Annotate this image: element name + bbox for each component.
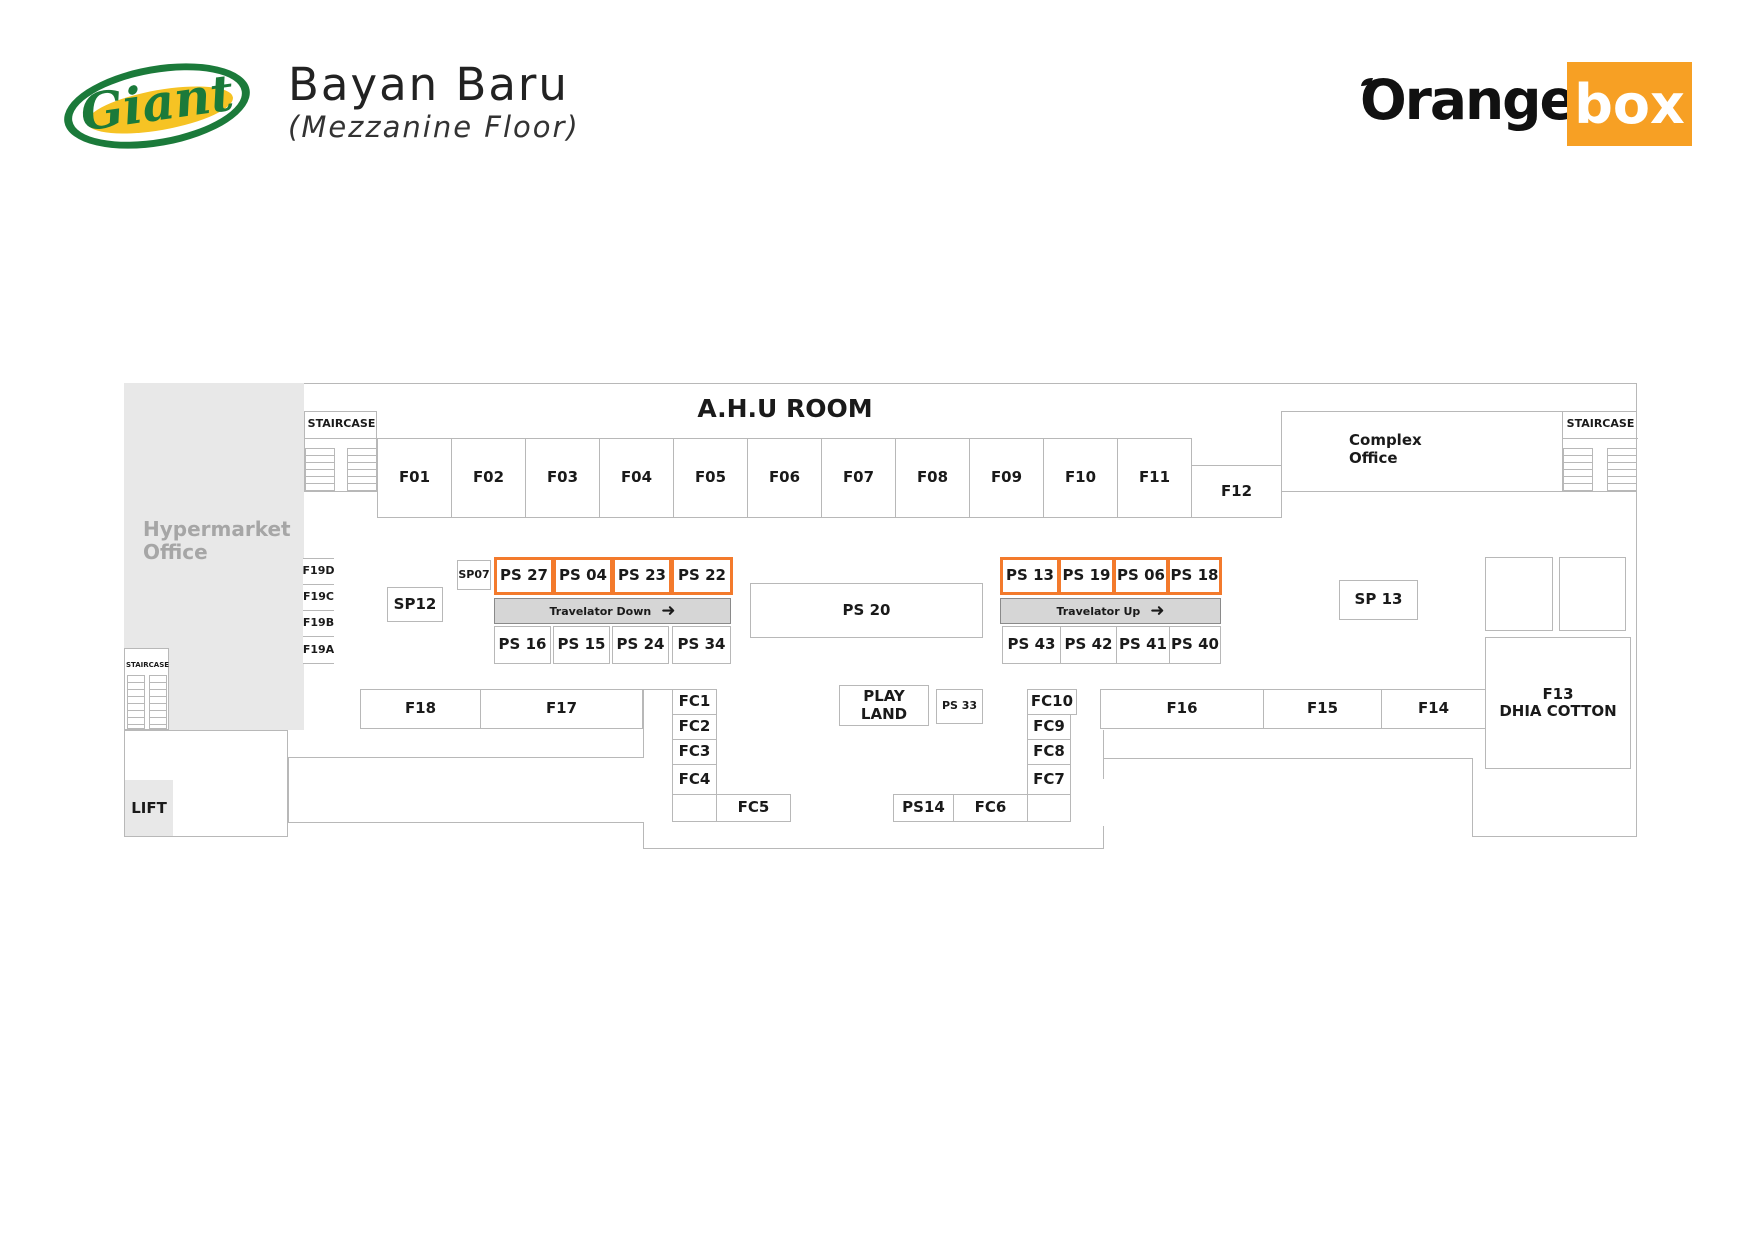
- shop-f19d[interactable]: F19D: [303, 558, 334, 585]
- arrow-right-icon: ➜: [661, 600, 676, 621]
- shop-f11[interactable]: F11: [1117, 438, 1192, 518]
- shop-fc7[interactable]: FC7: [1027, 764, 1071, 795]
- ahu-room-label: A.H.U ROOM: [697, 394, 873, 423]
- shop-ps06[interactable]: PS 06: [1113, 557, 1169, 595]
- orange-leaf-icon: [1360, 72, 1374, 86]
- shop-f06[interactable]: F06: [747, 438, 822, 518]
- shop-f10[interactable]: F10: [1043, 438, 1118, 518]
- shop-fc9[interactable]: FC9: [1027, 714, 1071, 740]
- shop-f18[interactable]: F18: [360, 689, 481, 729]
- shop-f19a[interactable]: F19A: [303, 636, 334, 664]
- shop-f08[interactable]: F08: [895, 438, 970, 518]
- shop-fc8[interactable]: FC8: [1027, 739, 1071, 765]
- hypermarket-office-label: Hypermarket Office: [143, 517, 291, 564]
- arrow-right-icon: ➜: [1150, 600, 1165, 621]
- shop-f07[interactable]: F07: [821, 438, 896, 518]
- shop-f16[interactable]: F16: [1100, 689, 1264, 729]
- shop-f13[interactable]: F13 DHIA COTTON: [1485, 637, 1631, 769]
- shop-ps04[interactable]: PS 04: [553, 557, 613, 595]
- shop-ps20[interactable]: PS 20: [750, 583, 983, 638]
- shop-fc1[interactable]: FC1: [672, 689, 717, 715]
- staircase-top-right: STAIRCASE: [1562, 411, 1638, 492]
- shop-ps27[interactable]: PS 27: [494, 557, 554, 595]
- shop-ps40[interactable]: PS 40: [1169, 626, 1221, 664]
- shop-f04[interactable]: F04: [599, 438, 674, 518]
- shop-f17[interactable]: F17: [480, 689, 643, 729]
- shop-fc10[interactable]: FC10: [1027, 689, 1077, 715]
- shop-f13-code: F13: [1542, 684, 1574, 703]
- shop-fc2[interactable]: FC2: [672, 714, 717, 740]
- shop-f02[interactable]: F02: [451, 438, 526, 518]
- shop-f15[interactable]: F15: [1263, 689, 1382, 729]
- staircase-label: STAIRCASE: [125, 661, 170, 669]
- shop-fc3[interactable]: FC3: [672, 739, 717, 765]
- shop-f05[interactable]: F05: [673, 438, 748, 518]
- unit-blank-2: [1559, 557, 1626, 631]
- unit-fc-blank-right: [1027, 794, 1071, 822]
- shop-f14[interactable]: F14: [1381, 689, 1486, 729]
- shop-sp12[interactable]: SP12: [387, 587, 443, 622]
- shop-ps15[interactable]: PS 15: [553, 626, 610, 664]
- unit-fc-blank-left: [672, 794, 717, 822]
- complex-office-label: Complex Office: [1349, 431, 1422, 467]
- shop-sp07[interactable]: SP07: [457, 560, 491, 590]
- travelator-down-label: Travelator Down: [549, 604, 652, 618]
- shop-f09[interactable]: F09: [969, 438, 1044, 518]
- location-title: Bayan Baru: [288, 58, 569, 111]
- shop-ps19[interactable]: PS 19: [1058, 557, 1115, 595]
- orangebox-logo: Orange box: [1360, 62, 1692, 146]
- shop-ps41[interactable]: PS 41: [1116, 626, 1170, 664]
- play-land[interactable]: PLAY LAND: [839, 685, 929, 726]
- shop-fc6[interactable]: FC6: [953, 794, 1028, 822]
- travelator-up-label: Travelator Up: [1056, 604, 1141, 618]
- unit-blank-1: [1485, 557, 1553, 631]
- shop-ps42[interactable]: PS 42: [1060, 626, 1117, 664]
- travelator-down: Travelator Down ➜: [494, 598, 731, 624]
- staircase-label: STAIRCASE: [1566, 417, 1635, 430]
- shop-f03[interactable]: F03: [525, 438, 600, 518]
- brand-word-orange: Orange: [1360, 68, 1577, 132]
- floor-subtitle: (Mezzanine Floor): [288, 110, 580, 144]
- shop-sp13[interactable]: SP 13: [1339, 580, 1418, 620]
- lift: LIFT: [125, 780, 173, 836]
- shop-ps24[interactable]: PS 24: [612, 626, 669, 664]
- staircase-bottom-left: STAIRCASE: [124, 648, 169, 730]
- shop-fc5[interactable]: FC5: [716, 794, 791, 822]
- shop-f19c[interactable]: F19C: [303, 584, 334, 611]
- travelator-up: Travelator Up ➜: [1000, 598, 1221, 624]
- shop-f01[interactable]: F01: [377, 438, 452, 518]
- shop-f19b[interactable]: F19B: [303, 610, 334, 637]
- brand-word-box: box: [1567, 62, 1692, 146]
- shop-ps16[interactable]: PS 16: [494, 626, 551, 664]
- shop-ps18[interactable]: PS 18: [1167, 557, 1222, 595]
- shop-ps33[interactable]: PS 33: [936, 689, 983, 724]
- shop-fc4[interactable]: FC4: [672, 764, 717, 795]
- shop-ps23[interactable]: PS 23: [612, 557, 672, 595]
- shop-ps22[interactable]: PS 22: [671, 557, 733, 595]
- staircase-top-left: STAIRCASE: [304, 411, 378, 492]
- shop-ps14[interactable]: PS14: [893, 794, 954, 822]
- shop-ps13[interactable]: PS 13: [1000, 557, 1060, 595]
- giant-logo: Giant: [60, 58, 255, 153]
- shop-ps34[interactable]: PS 34: [672, 626, 731, 664]
- shop-ps43[interactable]: PS 43: [1002, 626, 1061, 664]
- shop-f13-name: DHIA COTTON: [1499, 702, 1617, 720]
- staircase-label: STAIRCASE: [307, 417, 376, 430]
- shop-f12[interactable]: F12: [1191, 465, 1282, 518]
